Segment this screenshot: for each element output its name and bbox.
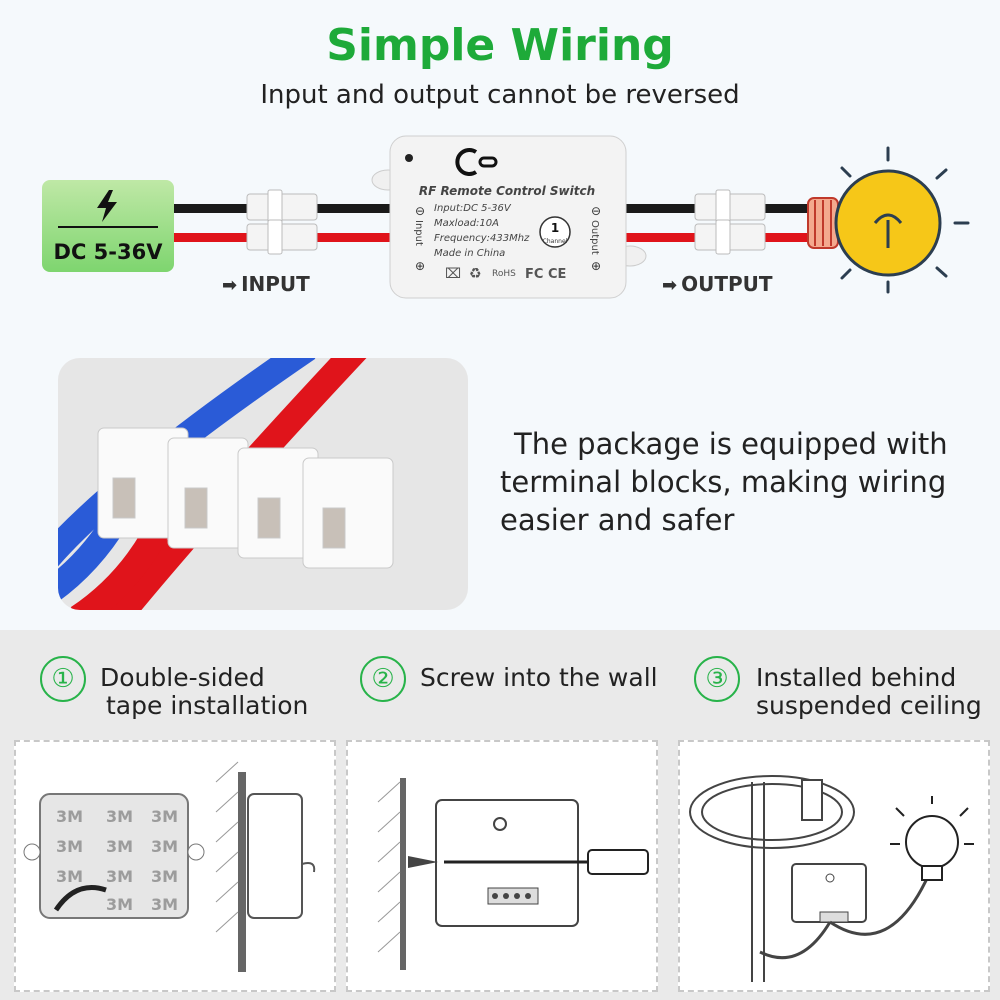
device-input-side-label: Input xyxy=(413,220,424,246)
wiring-diagram: RF Remote Control Switch Input:DC 5-36V … xyxy=(172,135,970,299)
svg-text:3M: 3M xyxy=(106,867,133,886)
light-bulb-icon xyxy=(807,146,970,294)
svg-text:3M: 3M xyxy=(56,867,83,886)
step-2-label: Screw into the wall xyxy=(420,663,658,692)
svg-text:3M: 3M xyxy=(151,867,178,886)
panel-tape-installation: 3M 3M 3M 3M 3M 3M 3M 3M 3M 3M 3M xyxy=(14,740,336,992)
arrow-right-icon: ➡ xyxy=(662,275,678,296)
svg-text:3M: 3M xyxy=(56,837,83,856)
step-3-number: ③ xyxy=(694,656,740,702)
step-2-number: ② xyxy=(360,656,406,702)
svg-text:3M: 3M xyxy=(106,837,133,856)
svg-text:3M: 3M xyxy=(151,895,178,914)
svg-text:3M: 3M xyxy=(106,895,133,914)
input-terminal-block xyxy=(246,189,318,255)
device-spec-origin: Made in China xyxy=(434,248,505,259)
svg-text:3M: 3M xyxy=(151,807,178,826)
svg-text:⊖: ⊖ xyxy=(591,204,601,218)
page-subtitle: Input and output cannot be reversed xyxy=(260,80,740,110)
screwdriver-icon xyxy=(408,849,649,875)
device-spec-frequency: Frequency:433Mhz xyxy=(434,233,530,244)
svg-text:3M: 3M xyxy=(56,807,83,826)
arrow-right-icon: ➡ xyxy=(222,275,238,296)
dc-voltage-label: DC 5-36V xyxy=(53,240,163,264)
input-label: ➡INPUT xyxy=(222,272,310,296)
svg-text:⊕: ⊕ xyxy=(415,259,425,273)
output-label: ➡OUTPUT xyxy=(662,272,773,296)
channel-badge-icon: 1 Channel xyxy=(539,216,571,248)
panel-screw-installation xyxy=(346,740,658,992)
recycle-bin-icon: ⌧ xyxy=(445,266,461,282)
terminal-connectors xyxy=(97,427,394,569)
channel-word: Channel xyxy=(543,238,568,245)
page-title: Simple Wiring xyxy=(326,20,674,71)
certification-icons: ⌧ ♻ RoHS FC CE xyxy=(445,266,566,282)
channel-number: 1 xyxy=(551,221,559,235)
device-spec-input: Input:DC 5-36V xyxy=(434,203,512,214)
certification-marks: FC CE xyxy=(525,267,566,282)
device-output-side-label: Output xyxy=(589,220,600,255)
svg-text:⊕: ⊕ xyxy=(591,259,601,273)
screw-icon xyxy=(408,856,438,868)
rohs-icon: RoHS xyxy=(492,269,516,279)
output-terminal-block xyxy=(694,189,766,255)
package-description: The package is equipped with terminal bl… xyxy=(500,427,948,537)
panel-ceiling-installation xyxy=(678,740,990,992)
ceiling-light-bulb-icon xyxy=(890,796,974,881)
svg-text:⊖: ⊖ xyxy=(415,204,425,218)
device-name: RF Remote Control Switch xyxy=(419,184,595,198)
peel-arrow-icon xyxy=(53,885,107,912)
3m-tape-pattern: 3M 3M 3M 3M 3M 3M 3M 3M 3M 3M 3M xyxy=(56,807,178,914)
step-1-number: ① xyxy=(40,656,86,702)
brand-logo-icon xyxy=(455,148,498,176)
terminal-block-photo xyxy=(58,358,468,610)
lightning-bolt-icon xyxy=(97,190,117,222)
rf-switch-device: RF Remote Control Switch Input:DC 5-36V … xyxy=(371,135,647,299)
device-spec-maxload: Maxload:10A xyxy=(434,218,499,229)
dc-power-source xyxy=(42,180,174,272)
svg-text:3M: 3M xyxy=(106,807,133,826)
svg-text:3M: 3M xyxy=(151,837,178,856)
recycle-icon: ♻ xyxy=(469,266,482,282)
